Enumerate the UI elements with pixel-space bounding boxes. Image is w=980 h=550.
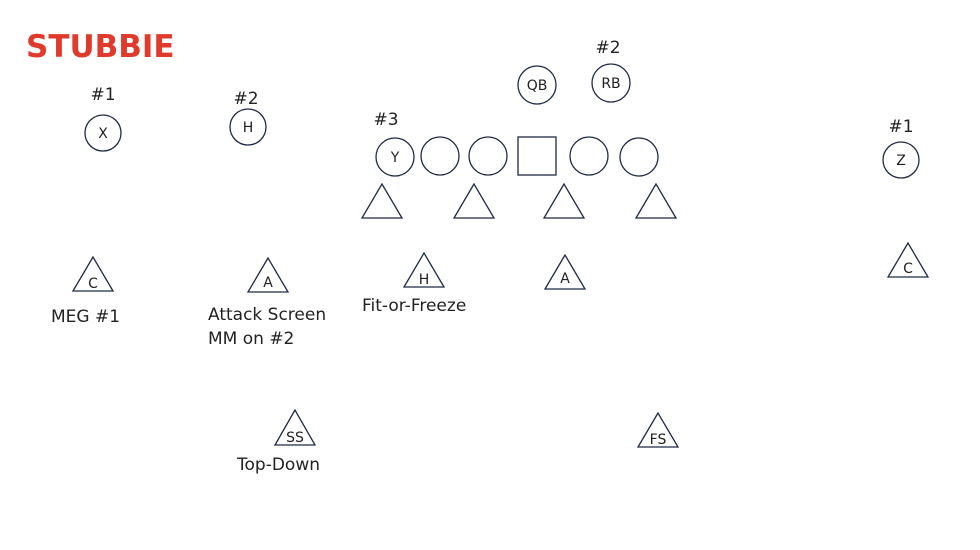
h-receiver-circle [229,108,267,146]
offense-rb: RB [591,63,631,103]
z-receiver-label: Z [896,153,906,169]
defensive-lineman-2 [452,182,496,219]
defensive-lineman-4 [634,182,678,219]
hook-label: H [419,272,430,288]
qb-circle [517,65,557,105]
rb-circle [591,63,631,103]
apex-left-assignment-1: Attack Screen [208,305,326,325]
rb-label: RB [601,76,620,92]
y-end-circle [375,137,415,177]
corner-left-triangle [71,255,115,292]
apex-right-triangle [543,253,587,290]
apex-right-label: A [560,271,570,287]
z-number: #1 [888,117,913,137]
offense-x: X [84,114,122,152]
play-title: STUBBIE [26,29,175,65]
defender-h: H [402,251,446,288]
corner-left-label: C [88,276,98,292]
defender-c-left: C [71,255,115,292]
strong-safety-label: SS [286,430,304,446]
apex-left-label: A [263,275,273,291]
apex-left-assignment-2: MM on #2 [208,329,294,349]
free-safety-label: FS [650,432,667,448]
h-number: #2 [233,89,258,109]
offense-qb: QB [517,65,557,105]
defensive-lineman-1 [360,182,404,219]
strong-safety-triangle [273,408,317,446]
offense-y: Y [375,137,415,177]
x-receiver-circle [84,114,122,152]
defender-fs: FS [636,411,680,448]
right-guard-circle [569,136,609,176]
defender-a-right: A [543,253,587,290]
x-number: #1 [90,85,115,105]
defender-c-right: C [886,241,930,278]
qb-label: QB [527,78,548,94]
offense-h: H [229,108,267,146]
hook-triangle [402,251,446,288]
apex-left-triangle [246,256,290,293]
hook-assignment: Fit-or-Freeze [362,296,466,316]
corner-left-assignment: MEG #1 [51,307,120,327]
x-receiver-label: X [98,126,108,142]
right-tackle-circle [619,137,659,177]
offense-z: Z [882,141,920,179]
free-safety-triangle [636,411,680,448]
defensive-lineman-3 [542,182,586,219]
y-end-label: Y [390,150,400,166]
defender-ss: SS [273,408,317,446]
z-receiver-circle [882,141,920,179]
h-receiver-label: H [243,120,254,136]
defender-a-left: A [246,256,290,293]
y-number: #3 [373,110,398,130]
strong-safety-assignment: Top-Down [236,455,320,475]
rb-number: #2 [595,38,620,58]
corner-right-triangle [886,241,930,278]
center-square [517,136,557,176]
corner-right-label: C [903,261,913,277]
left-tackle-circle [420,136,460,176]
left-guard-circle [468,136,508,176]
